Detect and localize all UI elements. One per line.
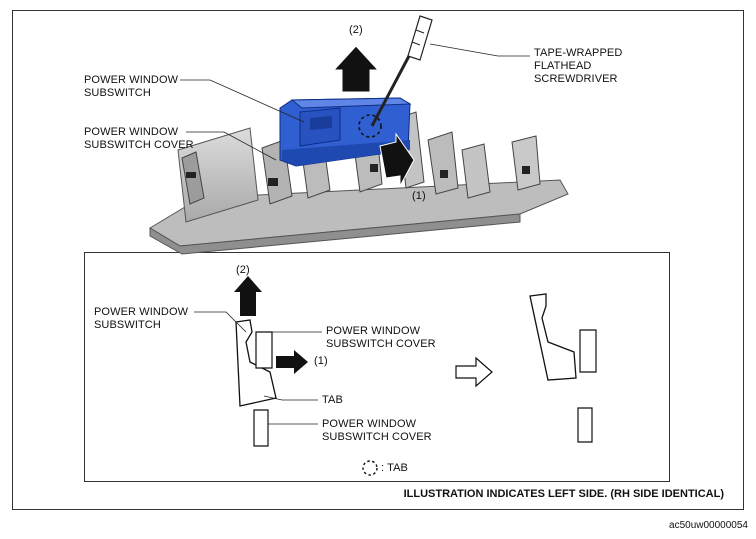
subswitch-label: POWER WINDOW SUBSWITCH <box>84 74 179 99</box>
detail-cover-bottom <box>253 409 269 447</box>
illustration-caption: ILLUSTRATION INDICATES LEFT SIDE. (RH SI… <box>403 488 724 500</box>
transition-arrow <box>455 356 493 388</box>
detail-cover-label-bottom: POWER WINDOW SUBSWITCH COVER <box>322 418 432 443</box>
step-1-label: (1) <box>412 190 426 202</box>
detail-subswitch-label: POWER WINDOW SUBSWITCH <box>94 306 189 331</box>
detail-frame <box>84 252 670 482</box>
after-cover-bottom <box>577 407 593 443</box>
legend-text: : TAB <box>381 462 408 474</box>
detail-tab-label: TAB <box>322 394 343 406</box>
detail-arrow-up-2 <box>234 276 262 316</box>
detail-cover-top <box>255 331 273 369</box>
cover-label: POWER WINDOW SUBSWITCH COVER <box>84 126 194 151</box>
after-subswitch-profile <box>529 293 577 381</box>
step-2-label: (2) <box>349 24 363 36</box>
detail-step-2-label: (2) <box>236 264 250 276</box>
screwdriver <box>370 15 433 127</box>
after-cover-top <box>579 329 597 373</box>
detail-step-1-label: (1) <box>314 355 328 367</box>
detail-arrow-right-1 <box>276 350 308 374</box>
arrow-push-1 <box>379 132 415 187</box>
outer-frame <box>12 10 744 510</box>
legend-tab-icon <box>362 460 378 476</box>
detail-subswitch-profile <box>235 319 277 407</box>
reference-code: ac50uw00000054 <box>669 520 748 531</box>
arrow-up-2 <box>332 45 380 93</box>
screwdriver-label: TAPE-WRAPPED FLATHEAD SCREWDRIVER <box>534 47 623 85</box>
tab-marker <box>358 114 382 138</box>
detail-cover-label-top: POWER WINDOW SUBSWITCH COVER <box>326 325 436 350</box>
